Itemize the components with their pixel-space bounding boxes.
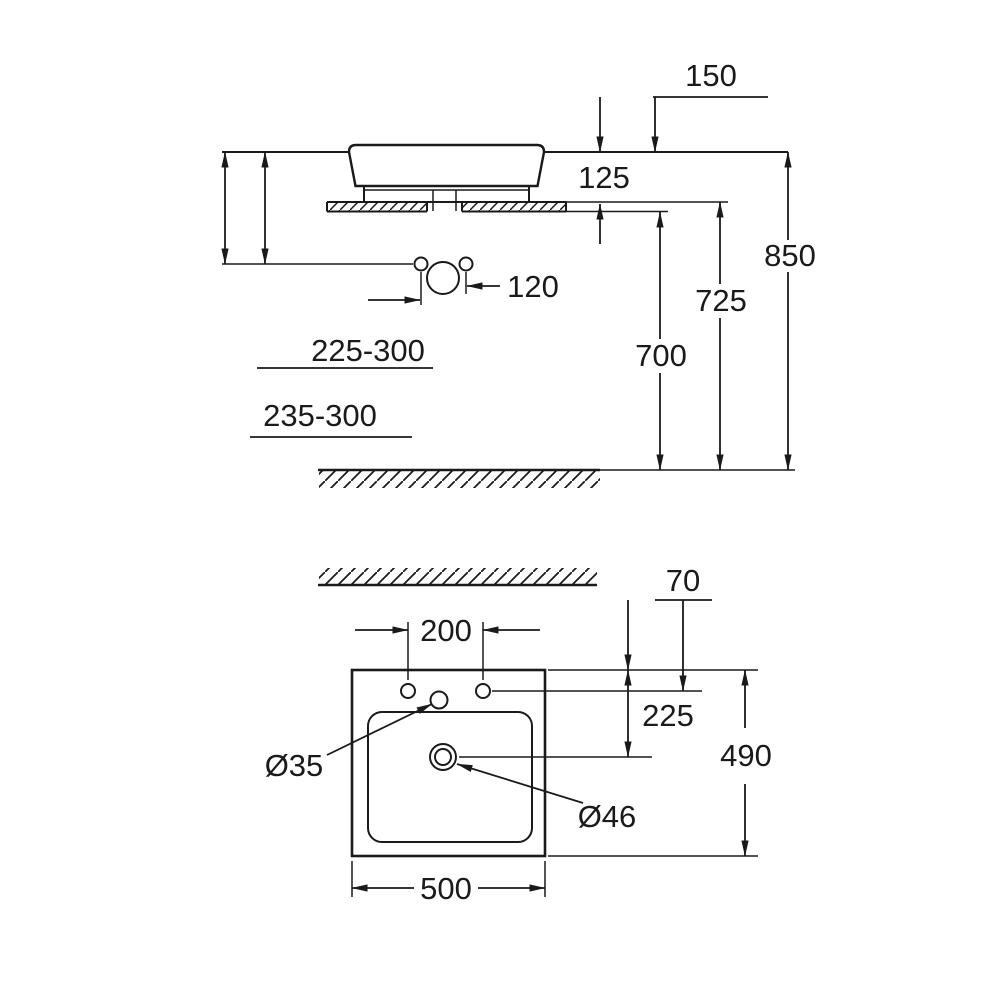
dim-label-225: 225 (642, 698, 694, 733)
counter-hatch-right (462, 203, 566, 212)
dim-700: 700 (635, 211, 687, 471)
dim-label-500: 500 (420, 871, 472, 906)
dim-label-200: 200 (420, 613, 472, 648)
faucet-hole-left-front (413, 256, 429, 272)
dim-70: 70 (624, 563, 712, 692)
wall-hatch (319, 568, 597, 585)
dim-225-plan: 225 (624, 669, 694, 758)
drain-inner-circle (434, 748, 452, 766)
dim-label-125: 125 (578, 160, 630, 195)
faucet-hole-detail (222, 256, 474, 305)
dia-35-leader (326, 703, 433, 756)
dim-label-235-300: 235-300 (263, 398, 377, 433)
faucet-hole-center-front (426, 261, 460, 295)
faucet-hole-right-plan (475, 683, 491, 699)
faucet-hole-left-plan (400, 683, 416, 699)
dim-150: 150 (651, 58, 768, 153)
dim-500: 500 (351, 861, 546, 906)
basin-front-profile (347, 143, 546, 211)
dim-label-725: 725 (695, 283, 747, 318)
floor (318, 468, 795, 488)
counter-hatch-left (327, 203, 427, 212)
dim-850: 850 (764, 151, 816, 471)
dim-label-70: 70 (666, 563, 700, 598)
dim-490: 490 (720, 669, 772, 857)
dia-35-label: Ø35 (265, 748, 324, 783)
callout-dia-46: Ø46 (456, 763, 637, 834)
countertop (326, 201, 728, 213)
dim-235-300: 235-300 (221, 151, 412, 438)
dim-label-150: 150 (685, 58, 737, 93)
dia-46-leader (456, 763, 584, 804)
dim-label-850: 850 (764, 238, 816, 273)
dim-label-700: 700 (635, 338, 687, 373)
dim-125: 125 (578, 97, 630, 244)
dim-120: 120 (368, 269, 559, 304)
drain-outer-circle (429, 743, 457, 771)
dim-label-225-300: 225-300 (311, 333, 425, 368)
faucet-hole-center-plan (429, 690, 449, 710)
callout-dia-35: Ø35 (265, 703, 433, 783)
floor-hatch (319, 471, 600, 488)
wall (318, 568, 597, 587)
basin-bowl-plan (367, 711, 533, 843)
dim-label-120: 120 (507, 269, 559, 304)
basin-body (347, 143, 546, 188)
faucet-hole-right-front (458, 256, 474, 272)
plan-view: 200 70 225 490 500 (265, 563, 772, 906)
dim-225-300: 225-300 (257, 151, 433, 369)
dim-label-490: 490 (720, 738, 772, 773)
front-view: 150 125 (221, 58, 816, 488)
dim-200: 200 (355, 613, 540, 680)
dim-725: 725 (695, 201, 747, 471)
dia-46-label: Ø46 (578, 799, 637, 834)
